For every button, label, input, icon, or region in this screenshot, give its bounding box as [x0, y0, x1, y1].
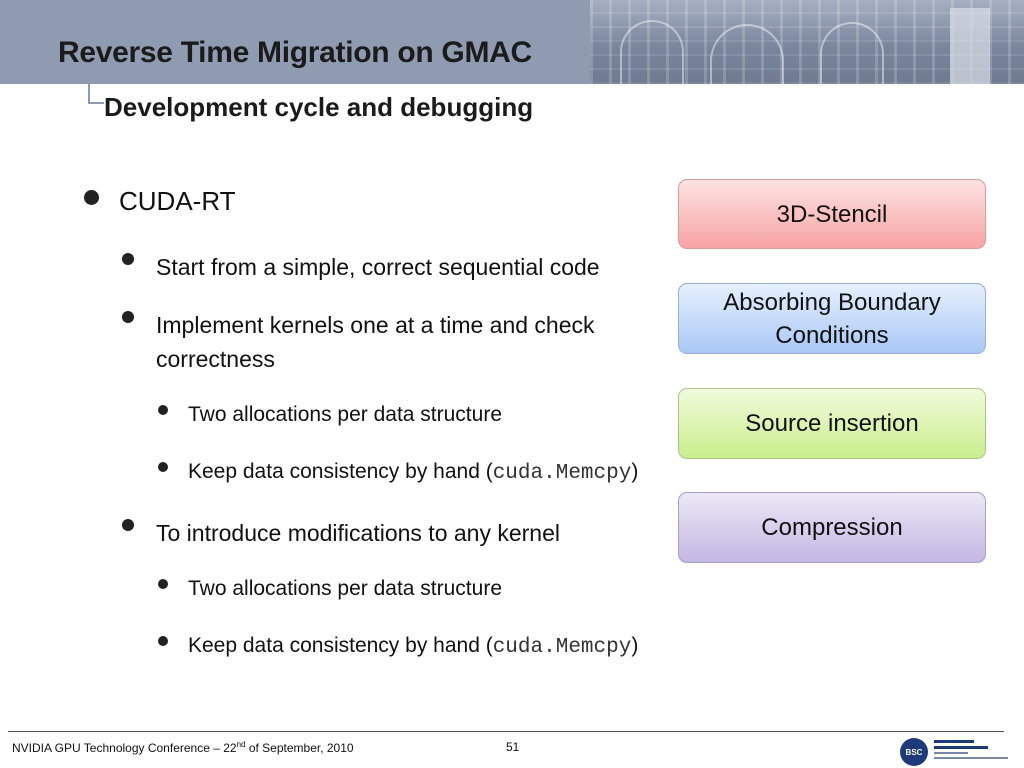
bullet-text: Start from a simple, correct sequential … — [156, 254, 600, 280]
box-absorbing-boundary: Absorbing Boundary Conditions — [678, 283, 986, 354]
box-source-insertion: Source insertion — [678, 388, 986, 459]
bsc-logo-wordmark — [934, 740, 1008, 762]
footer-conference-sup: nd — [236, 740, 246, 749]
text-suffix: ) — [631, 460, 639, 483]
footer-conference: NVIDIA GPU Technology Conference – 22nd … — [12, 740, 354, 755]
bullet-dot — [122, 311, 134, 323]
bullet-text: Keep data consistency by hand (cuda.Memc… — [188, 634, 638, 659]
bullet-dot — [158, 462, 168, 472]
bullet-dot — [158, 579, 168, 589]
photo-arch — [710, 24, 784, 86]
bullet-text: CUDA-RT — [119, 186, 236, 216]
box-label-line2: Conditions — [775, 321, 889, 349]
text-prefix: Keep data consistency by hand ( — [188, 634, 493, 657]
text-prefix: Keep data consistency by hand ( — [188, 460, 493, 483]
box-label-line1: Absorbing Boundary — [723, 288, 941, 316]
footer-conference-suffix: of September, 2010 — [245, 741, 354, 755]
box-label: 3D-Stencil — [776, 200, 888, 228]
text-suffix: ) — [631, 634, 639, 657]
bullet-dot — [84, 190, 99, 205]
bullet-two-allocations-1: Two allocations per data structure — [158, 403, 502, 427]
bullet-keep-consistency-1: Keep data consistency by hand (cuda.Memc… — [158, 460, 638, 485]
box-label: Absorbing Boundary Conditions — [723, 286, 940, 352]
bullet-text: Two allocations per data structure — [188, 577, 502, 600]
photo-building — [950, 8, 990, 84]
photo-arch — [620, 20, 684, 86]
bullet-text-line2: correctness — [156, 346, 275, 372]
bullet-dot — [122, 519, 134, 531]
bullet-text: Implement kernels one at a time and chec… — [156, 308, 595, 376]
footer-conference-prefix: NVIDIA GPU Technology Conference – 22 — [12, 741, 237, 755]
box-label: Compression — [761, 514, 903, 541]
slide-title: Reverse Time Migration on GMAC — [58, 36, 532, 69]
bsc-logo-icon: BSC — [900, 738, 928, 766]
bullet-text: To introduce modifications to any kernel — [156, 520, 560, 546]
bullet-dot — [122, 253, 134, 265]
box-3d-stencil: 3D-Stencil — [678, 179, 986, 249]
bullet-dot — [158, 636, 168, 646]
box-compression: Compression — [678, 492, 986, 563]
page-number: 51 — [506, 740, 520, 754]
bullet-implement-kernels: Implement kernels one at a time and chec… — [122, 308, 595, 376]
bullet-text: Two allocations per data structure — [188, 403, 502, 426]
bullet-keep-consistency-2: Keep data consistency by hand (cuda.Memc… — [158, 634, 638, 659]
bullet-start-sequential: Start from a simple, correct sequential … — [122, 250, 600, 284]
bullet-introduce-modifications: To introduce modifications to any kernel — [122, 516, 560, 550]
footer-divider — [8, 731, 1004, 732]
bsc-logo: BSC — [900, 738, 1010, 766]
bullet-text-line1: Implement kernels one at a time and chec… — [156, 312, 595, 338]
code-cuda-memcpy: cuda.Memcpy — [492, 636, 632, 659]
subtitle-connector — [88, 84, 104, 104]
bullet-dot — [158, 405, 168, 415]
bsc-logo-initials: BSC — [905, 747, 923, 757]
bullet-text: Keep data consistency by hand (cuda.Memc… — [188, 460, 638, 485]
header-photo — [590, 0, 1024, 86]
bullet-cuda-rt: CUDA-RT — [84, 186, 236, 217]
bullet-two-allocations-2: Two allocations per data structure — [158, 577, 502, 601]
box-label: Source insertion — [745, 410, 919, 437]
photo-arch — [820, 22, 884, 86]
code-cuda-memcpy: cuda.Memcpy — [492, 462, 632, 485]
slide-subtitle: Development cycle and debugging — [104, 92, 534, 122]
